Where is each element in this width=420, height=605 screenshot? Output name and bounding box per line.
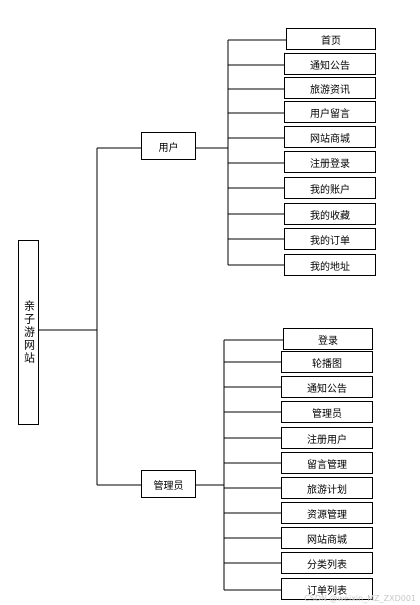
root-node: 亲子游网站 [18,240,39,425]
user-item-address: 我的地址 [284,254,376,276]
admin-item-notice: 通知公告 [281,376,373,398]
admin-item-login: 登录 [283,328,373,350]
admin-item-order-list: 订单列表 [281,578,373,600]
admin-item-mall: 网站商城 [281,527,373,549]
branch-node-admin: 管理员 [141,470,196,498]
admin-item-carousel: 轮播图 [281,351,373,373]
user-item-favorites: 我的收藏 [284,203,376,225]
user-item-home: 首页 [286,28,376,50]
admin-item-message-management: 留言管理 [281,452,373,474]
user-item-notice: 通知公告 [284,53,376,75]
user-item-register-login: 注册登录 [284,151,376,173]
admin-item-travel-plan: 旅游计划 [281,477,373,499]
admin-item-administrators: 管理员 [281,401,373,423]
user-item-account: 我的账户 [284,177,376,199]
user-item-mall: 网站商城 [284,126,376,148]
user-item-orders: 我的订单 [284,228,376,250]
branch-node-user: 用户 [141,132,196,160]
user-item-travel-news: 旅游资讯 [284,77,376,99]
watermark-text: CSDN @weixin_MZ_ZXD001 [304,594,416,603]
admin-item-registered-users: 注册用户 [281,427,373,449]
admin-item-category-list: 分类列表 [281,552,373,574]
admin-item-resource-management: 资源管理 [281,502,373,524]
user-item-message: 用户留言 [284,101,376,123]
